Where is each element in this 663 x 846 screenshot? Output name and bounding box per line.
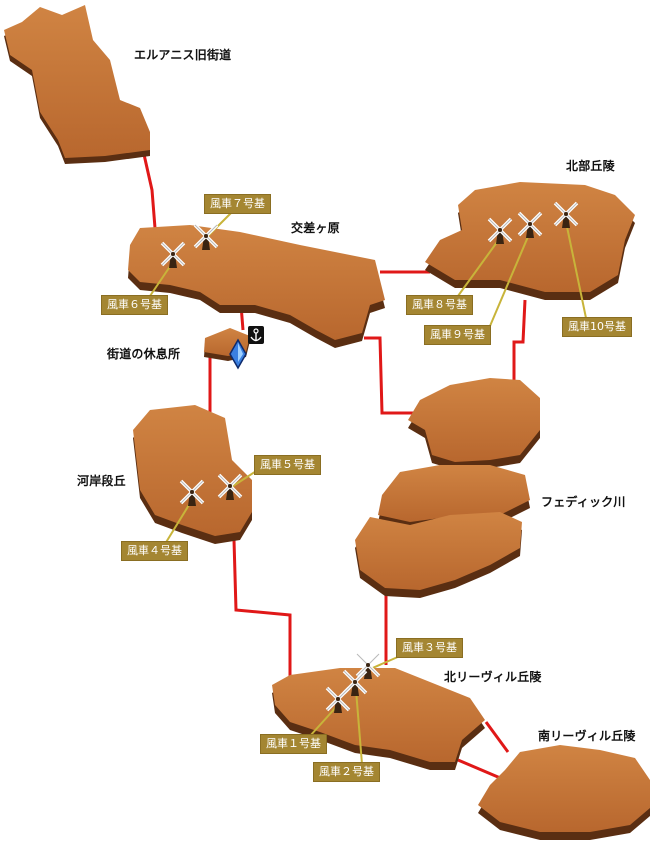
windmill-tag-6[interactable]: 風車６号基	[101, 295, 168, 315]
area-label-erluanis: エルアニス旧街道	[134, 48, 232, 62]
area-label-north-revil: 北リーヴィル丘陵	[444, 670, 542, 684]
area-label-kagan: 河岸段丘	[77, 474, 126, 488]
windmill-tag-4[interactable]: 風車４号基	[121, 541, 188, 561]
area-label-fedick: フェディック川	[541, 495, 626, 509]
land-north-revil	[272, 668, 485, 770]
land-south-revil	[478, 745, 650, 840]
route-lines	[141, 149, 527, 782]
windmill-tag-10[interactable]: 風車10号基	[562, 317, 632, 337]
route-hokubu-fedick	[512, 299, 527, 385]
route-northrevil-southrevil-a	[484, 721, 510, 753]
windmill-tag-3[interactable]: 風車３号基	[396, 638, 463, 658]
land-kagan	[133, 405, 252, 544]
land-fedick-3	[355, 512, 522, 598]
windmill-tag-5[interactable]: 風車５号基	[254, 455, 321, 475]
windmill-tag-9[interactable]: 風車９号基	[424, 325, 491, 345]
land-kousagahara	[128, 225, 385, 348]
land-fedick-1	[408, 378, 540, 470]
landmasses	[4, 5, 650, 840]
windmill-tag-2[interactable]: 風車２号基	[313, 762, 380, 782]
area-label-hokubu: 北部丘陵	[566, 159, 615, 173]
anchor-icon[interactable]	[248, 326, 264, 344]
area-label-kousagahara: 交差ヶ原	[291, 221, 340, 235]
windmill-tag-1[interactable]: 風車１号基	[260, 734, 327, 754]
land-erluanis	[4, 5, 150, 164]
route-kousa-fedick	[364, 336, 415, 415]
aetheryte-crystal-icon[interactable]	[229, 338, 247, 370]
land-hokubu	[425, 182, 635, 300]
area-label-south-revil: 南リーヴィル丘陵	[538, 729, 636, 743]
area-label-rest: 街道の休息所	[107, 347, 181, 361]
windmill-tag-8[interactable]: 風車８号基	[406, 295, 473, 315]
route-erluanis-kousa	[141, 149, 157, 229]
windmill-tag-7[interactable]: 風車７号基	[204, 194, 271, 214]
route-northrevil-southrevil-b	[457, 758, 506, 782]
route-kagan-northrevil	[232, 539, 292, 680]
